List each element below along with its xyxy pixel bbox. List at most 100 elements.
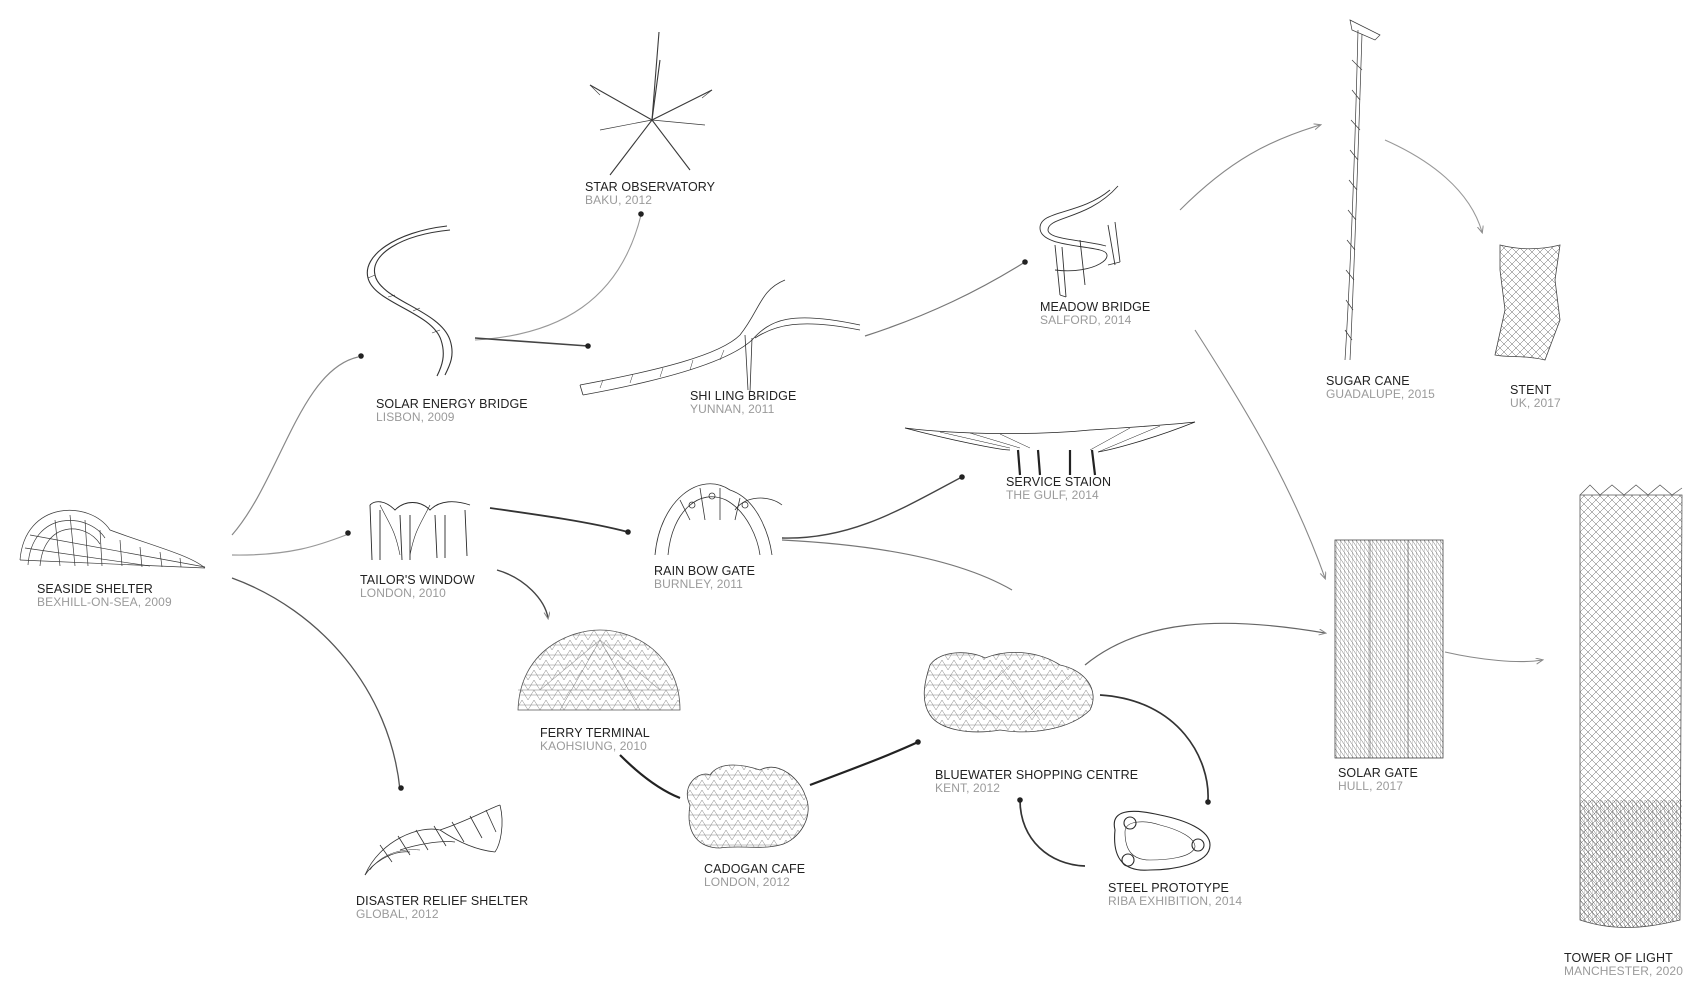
arcade-drawing bbox=[369, 501, 471, 561]
node-subtitle: HULL, 2017 bbox=[1338, 779, 1404, 794]
label-disaster-relief-shelter: DISASTER RELIEF SHELTER GLOBAL, 2012 bbox=[356, 894, 528, 922]
label-stent: STENT UK, 2017 bbox=[1510, 383, 1561, 411]
cloud-roof-drawing bbox=[923, 652, 1094, 733]
tall-mast-drawing bbox=[1344, 19, 1381, 361]
link-tailors-to-ferry bbox=[496, 569, 548, 618]
label-solar-energy-bridge: SOLAR ENERGY BRIDGE LISBON, 2009 bbox=[376, 397, 528, 425]
node-title: FERRY TERMINAL bbox=[540, 726, 650, 740]
star-spire-drawing bbox=[589, 31, 713, 176]
label-rain-bow-gate: RAIN BOW GATE BURNLEY, 2011 bbox=[654, 564, 755, 592]
link-seaside-to-solar-energy bbox=[231, 356, 359, 536]
link-sugar-to-stent bbox=[1384, 139, 1482, 232]
label-ferry-terminal: FERRY TERMINAL KAOHSIUNG, 2010 bbox=[540, 726, 650, 754]
links bbox=[231, 125, 1542, 867]
link-solar-to-star bbox=[474, 214, 642, 341]
dot-service-station bbox=[959, 474, 965, 480]
node-title: SERVICE STAION bbox=[1006, 475, 1112, 489]
node-title: SOLAR GATE bbox=[1338, 766, 1418, 780]
node-subtitle: GLOBAL, 2012 bbox=[356, 907, 439, 922]
dot-steel-prototype bbox=[1205, 799, 1211, 805]
node-title: CADOGAN CAFE bbox=[704, 862, 806, 876]
node-subtitle: BURNLEY, 2011 bbox=[654, 577, 743, 592]
node-title: SHI LING BRIDGE bbox=[690, 389, 797, 403]
dot-tailors-window bbox=[345, 530, 351, 536]
dot-meadow-bridge bbox=[1022, 259, 1028, 265]
link-rainbow-to-beyond bbox=[781, 539, 1013, 591]
link-shiling-to-meadow bbox=[864, 261, 1026, 337]
arched-shell-drawing bbox=[19, 510, 206, 569]
endpoint-dots bbox=[345, 211, 1211, 805]
label-seaside-shelter: SEASIDE SHELTER BEXHILL-ON-SEA, 2009 bbox=[37, 582, 172, 610]
lattice-tube-drawing bbox=[1494, 244, 1561, 361]
link-ferry-to-cadogan bbox=[619, 754, 681, 800]
node-subtitle: LISBON, 2009 bbox=[376, 410, 455, 425]
dot-solar-energy-bridge bbox=[358, 353, 364, 359]
arched-gate-drawing bbox=[654, 483, 783, 556]
label-sugar-cane: SUGAR CANE GUADALUPE, 2015 bbox=[1326, 374, 1435, 402]
vault-shelter-drawing bbox=[364, 804, 503, 876]
link-solar-to-shiling bbox=[474, 337, 589, 347]
link-bluewater-to-steel-a bbox=[1099, 694, 1209, 801]
label-meadow-bridge: MEADOW BRIDGE SALFORD, 2014 bbox=[1040, 300, 1150, 328]
node-subtitle: LONDON, 2010 bbox=[360, 586, 446, 601]
link-meadow-to-sugar bbox=[1179, 125, 1320, 211]
link-meadow-to-solargate bbox=[1194, 329, 1325, 578]
node-title: TAILOR'S WINDOW bbox=[360, 573, 475, 587]
node-title: STENT bbox=[1510, 383, 1552, 397]
node-title: STAR OBSERVATORY bbox=[585, 180, 716, 194]
s-curve-bridge-drawing bbox=[366, 225, 453, 377]
node-title: RAIN BOW GATE bbox=[654, 564, 756, 578]
link-seaside-to-tailors bbox=[231, 534, 347, 556]
label-cadogan-cafe: CADOGAN CAFE LONDON, 2012 bbox=[704, 862, 805, 890]
label-shi-ling-bridge: SHI LING BRIDGE YUNNAN, 2011 bbox=[690, 389, 796, 417]
node-subtitle: RIBA EXHIBITION, 2014 bbox=[1108, 894, 1243, 909]
node-subtitle: LONDON, 2012 bbox=[704, 875, 790, 890]
label-tailors-window: TAILOR'S WINDOW LONDON, 2010 bbox=[360, 573, 475, 601]
dot-star-observatory bbox=[638, 211, 644, 217]
node-title: DISASTER RELIEF SHELTER bbox=[356, 894, 529, 908]
node-title: SUGAR CANE bbox=[1326, 374, 1410, 388]
link-tailors-to-rainbow bbox=[489, 507, 629, 533]
link-bluewater-to-steel-b bbox=[1019, 799, 1086, 867]
node-subtitle: BEXHILL-ON-SEA, 2009 bbox=[37, 595, 172, 610]
node-subtitle: MANCHESTER, 2020 bbox=[1564, 964, 1683, 979]
loop-prototype-drawing bbox=[1113, 810, 1211, 871]
node-subtitle: THE GULF, 2014 bbox=[1006, 488, 1099, 503]
canopy-drawing bbox=[904, 421, 1196, 476]
link-cadogan-to-bluewater bbox=[809, 741, 919, 787]
node-subtitle: SALFORD, 2014 bbox=[1040, 313, 1132, 328]
node-title: STEEL PROTOTYPE bbox=[1108, 881, 1229, 895]
label-steel-prototype: STEEL PROTOTYPE RIBA EXHIBITION, 2014 bbox=[1108, 881, 1242, 909]
cloud-canopy-drawing bbox=[687, 764, 809, 849]
label-bluewater-shopping-centre: BLUEWATER SHOPPING CENTRE KENT, 2012 bbox=[935, 768, 1138, 796]
forked-bridge-drawing bbox=[579, 279, 861, 396]
node-subtitle: YUNNAN, 2011 bbox=[690, 402, 775, 417]
label-service-station: SERVICE STAION THE GULF, 2014 bbox=[1006, 475, 1111, 503]
dot-shi-ling-bridge bbox=[585, 343, 591, 349]
label-tower-of-light: TOWER OF LIGHT MANCHESTER, 2020 bbox=[1564, 951, 1683, 979]
node-title: TOWER OF LIGHT bbox=[1564, 951, 1673, 965]
node-title: BLUEWATER SHOPPING CENTRE bbox=[935, 768, 1139, 782]
ribbon-bridge-drawing bbox=[1039, 185, 1121, 298]
link-solargate-to-tower bbox=[1444, 651, 1542, 662]
node-subtitle: KAOHSIUNG, 2010 bbox=[540, 739, 647, 754]
dot-bluewater bbox=[915, 739, 921, 745]
node-subtitle: KENT, 2012 bbox=[935, 781, 1001, 796]
label-solar-gate: SOLAR GATE HULL, 2017 bbox=[1338, 766, 1418, 794]
label-star-observatory: STAR OBSERVATORY BAKU, 2012 bbox=[585, 180, 715, 208]
link-seaside-to-disaster bbox=[231, 577, 401, 791]
node-subtitle: GUADALUPE, 2015 bbox=[1326, 387, 1435, 402]
mesh-panel-drawing bbox=[1334, 539, 1444, 759]
dot-disaster-relief bbox=[398, 785, 404, 791]
link-bluewater-to-solargate bbox=[1084, 622, 1325, 666]
node-title: SOLAR ENERGY BRIDGE bbox=[376, 397, 528, 411]
link-rainbow-to-service bbox=[781, 477, 961, 539]
diagrid-tower-drawing bbox=[1579, 484, 1683, 928]
dot-bluewater-b bbox=[1017, 797, 1023, 803]
dot-rain-bow-gate bbox=[625, 529, 631, 535]
node-title: MEADOW BRIDGE bbox=[1040, 300, 1151, 314]
node-subtitle: BAKU, 2012 bbox=[585, 193, 653, 208]
node-title: SEASIDE SHELTER bbox=[37, 582, 153, 596]
